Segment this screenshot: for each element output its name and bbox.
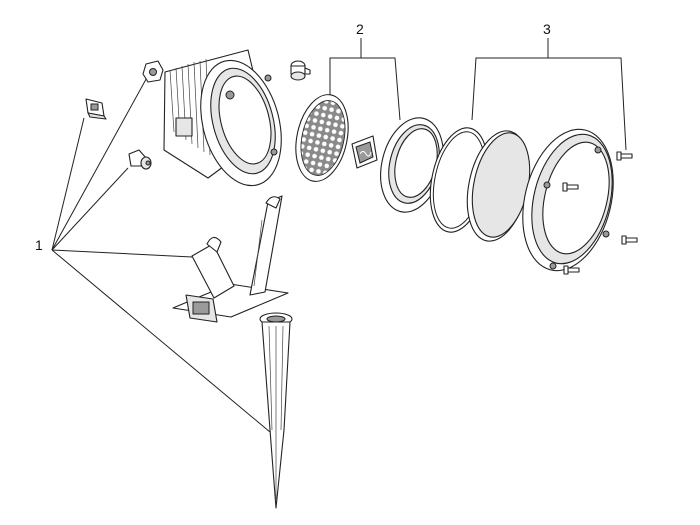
lamp-housing-part: [163, 49, 282, 187]
glass-lens-part: [466, 130, 531, 242]
callout-label-1: 1: [35, 237, 43, 253]
logo-badge-part: [351, 135, 378, 169]
square-clip-part: [85, 98, 107, 120]
hex-nut-part: [142, 60, 164, 83]
honeycomb-grid-part: [295, 94, 349, 182]
front-ring-part: [380, 117, 444, 213]
thumb-screw-part: [128, 149, 152, 170]
callout-2-bracket: [329, 38, 401, 121]
ground-spike-part: [259, 312, 293, 509]
cap-connector-part: [290, 60, 311, 81]
callout-label-2: 2: [356, 21, 364, 37]
callout-label-3: 3: [543, 21, 551, 37]
front-bezel-part: [522, 128, 614, 272]
bezel-screws-part: [562, 151, 638, 275]
callout-3-bracket: [471, 38, 627, 151]
callout-1-leaders: [51, 71, 271, 433]
mounting-bracket-part: [172, 195, 289, 323]
